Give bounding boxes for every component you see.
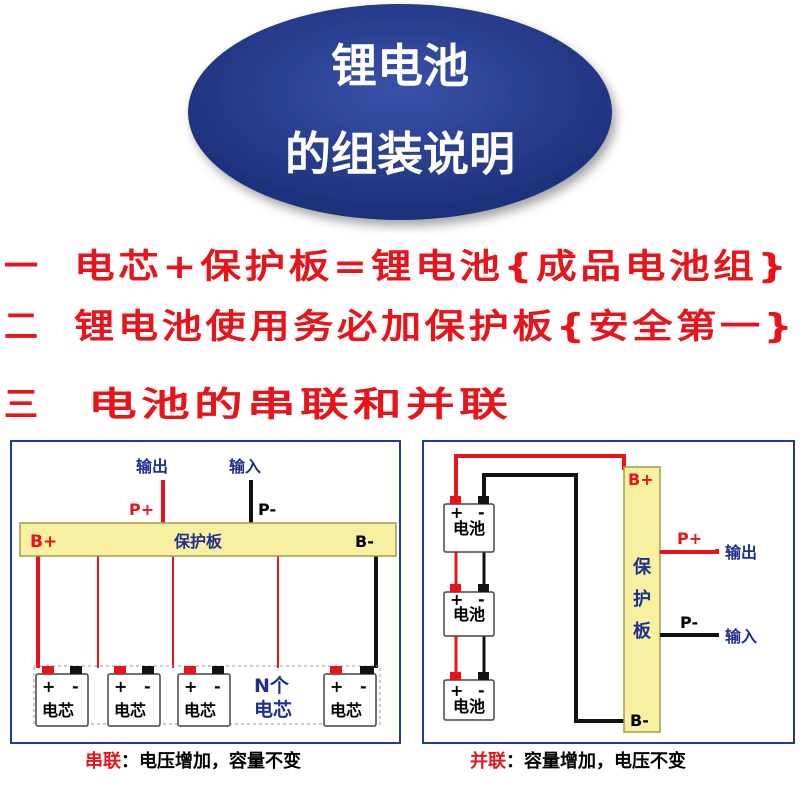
svg-text:-: - <box>214 677 221 696</box>
series-input-label: 输入 <box>229 457 261 476</box>
series-n-cells-line1: N个 <box>254 675 290 697</box>
series-n-cells-line2: 电芯 <box>254 698 292 721</box>
point-3-number: 三 <box>4 385 41 425</box>
parallel-red-wire <box>454 454 626 496</box>
series-cell: + - 电芯 <box>323 666 377 727</box>
parallel-p-plus-lead <box>660 549 719 554</box>
series-wires <box>36 556 378 668</box>
svg-text:电芯: 电芯 <box>330 701 362 720</box>
svg-text:电芯: 电芯 <box>42 701 74 720</box>
parallel-caption-prefix: 并联 <box>470 750 506 772</box>
svg-text:-: - <box>478 503 485 522</box>
point-1-text: 电芯+保护板=锂电池{成品电池组} <box>74 247 790 287</box>
parallel-b-minus-label: B- <box>630 711 649 730</box>
svg-text:+: + <box>114 677 127 696</box>
parallel-diagram: + - 电池 + - 电池 + - 电池 B+ 保 护 板 B- P <box>422 440 795 772</box>
parallel-cell: + - 电池 <box>443 584 495 637</box>
parallel-board-char-3: 板 <box>633 620 652 642</box>
svg-text:电池: 电池 <box>453 697 485 716</box>
parallel-black-wire <box>482 473 624 723</box>
svg-text:-: - <box>360 677 367 696</box>
parallel-protection-board <box>623 466 661 733</box>
svg-text:+: + <box>330 677 343 696</box>
title-line1: 锂电池 <box>331 39 469 93</box>
svg-text:-: - <box>144 677 151 696</box>
svg-text:-: - <box>478 681 485 700</box>
series-diagram: 输出 输入 P+ P- B+ 保护板 B- + - 电芯 + - 电芯 <box>10 440 401 772</box>
svg-text:-: - <box>478 590 485 609</box>
series-output-label: 输出 <box>136 457 168 476</box>
series-b-minus-label: B- <box>355 532 374 551</box>
series-p-plus-label: P+ <box>129 500 154 519</box>
series-cell: + - 电芯 <box>107 666 161 727</box>
svg-text:电池: 电池 <box>453 605 485 624</box>
parallel-p-minus-label: P- <box>680 613 698 632</box>
series-cell: + - 电芯 <box>177 666 231 727</box>
svg-text:-: - <box>72 677 79 696</box>
series-board-label: 保护板 <box>173 532 223 551</box>
title-line2: 的组装说明 <box>285 127 515 181</box>
series-caption-prefix: 串联 <box>85 751 121 772</box>
svg-text:电芯: 电芯 <box>184 701 216 720</box>
series-protection-board <box>19 522 397 557</box>
svg-text:+: + <box>42 677 55 696</box>
series-cell: + - 电芯 <box>35 666 89 727</box>
series-b-plus-label: B+ <box>30 532 57 552</box>
parallel-cell: + - 电池 <box>443 496 495 553</box>
parallel-board-char-1: 保 <box>632 556 652 578</box>
point-1-number: 一 <box>4 247 41 287</box>
parallel-board-char-2: 护 <box>633 588 651 610</box>
parallel-p-minus-lead <box>660 633 719 637</box>
svg-text:电芯: 电芯 <box>114 701 146 720</box>
series-caption-text: ：电压增加，容量不变 <box>121 750 301 772</box>
parallel-b-plus-label: B+ <box>628 470 654 489</box>
svg-text:+: + <box>184 677 197 696</box>
parallel-output-label: 输出 <box>725 543 757 562</box>
svg-text:+: + <box>450 681 463 700</box>
point-2-number: 二 <box>4 307 41 347</box>
parallel-caption-text: ：容量增加，电压不变 <box>506 750 686 772</box>
svg-text:电池: 电池 <box>453 519 485 538</box>
svg-text:+: + <box>450 590 463 609</box>
parallel-input-label: 输入 <box>725 627 757 646</box>
parallel-p-plus-label: P+ <box>677 529 702 548</box>
parallel-cell: + - 电池 <box>443 672 495 721</box>
point-2-text: 锂电池使用务必加保护板{安全第一} <box>74 307 796 347</box>
series-p-minus-label: P- <box>258 500 276 519</box>
point-3-text: 电池的串联和并联 <box>88 385 512 425</box>
svg-text:+: + <box>450 503 463 522</box>
title-oval <box>188 4 612 220</box>
